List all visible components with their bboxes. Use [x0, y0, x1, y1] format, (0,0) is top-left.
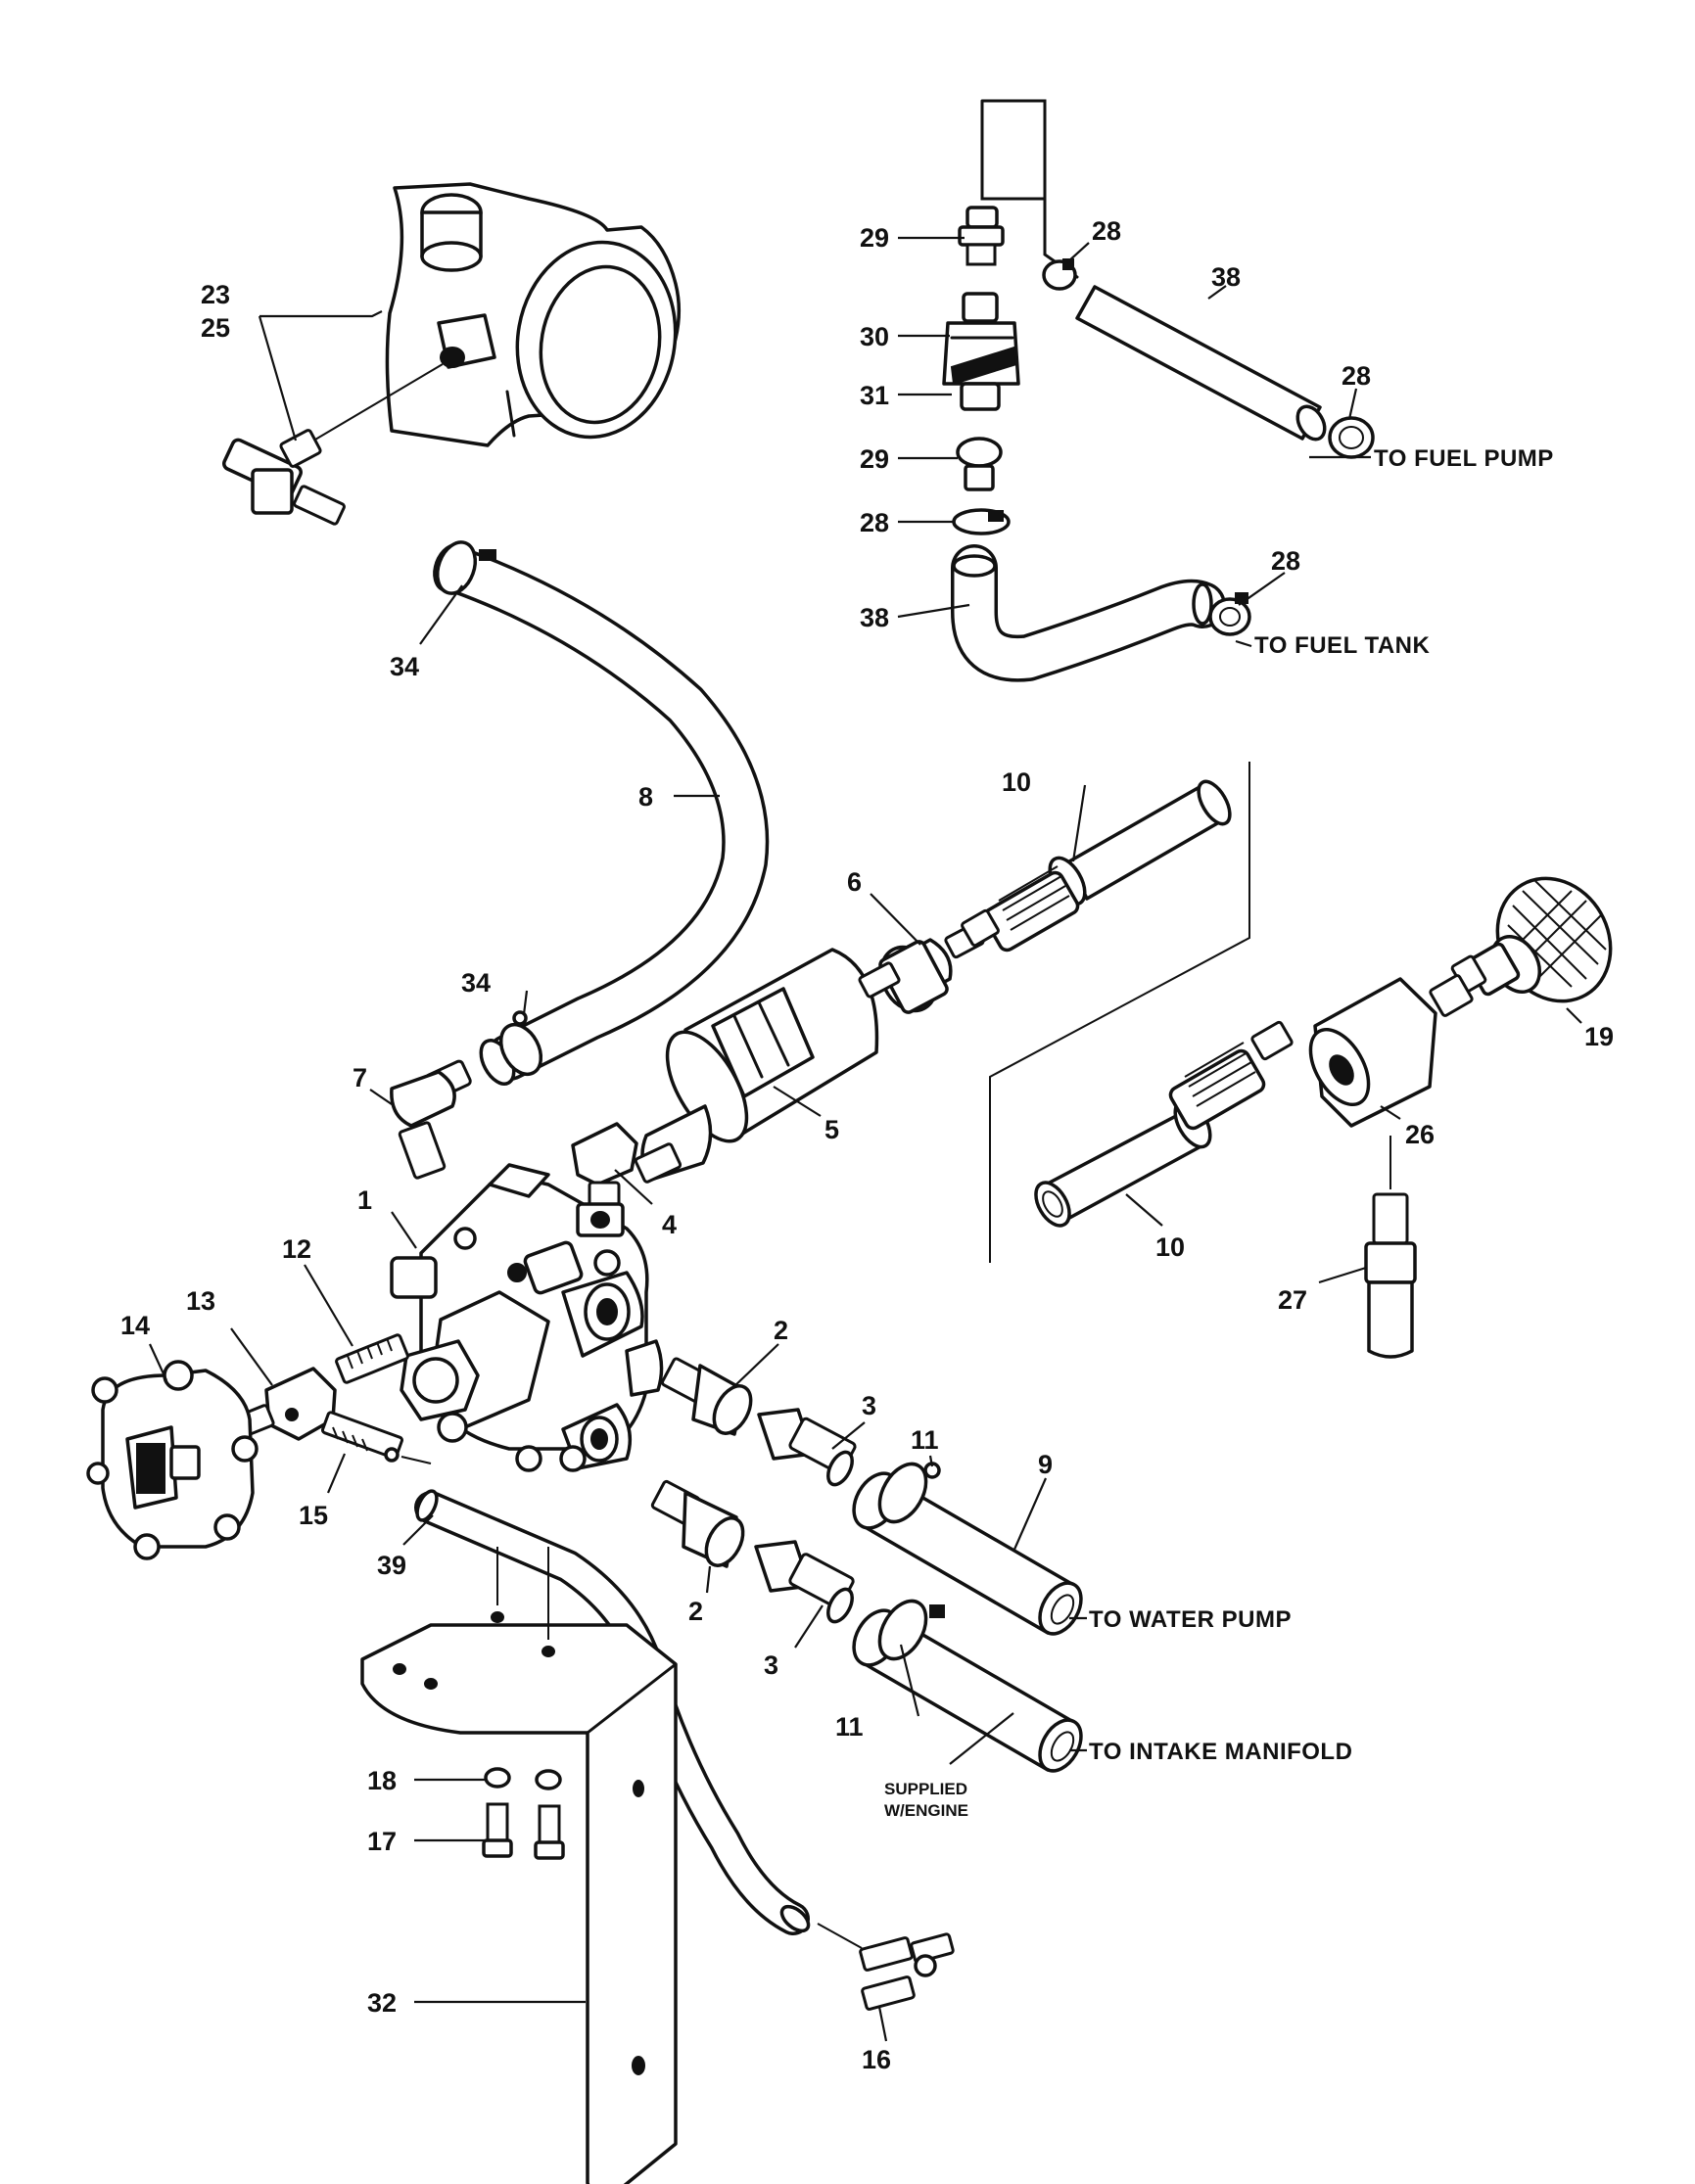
hose-38-bent	[951, 544, 1226, 682]
callout-28: 28	[1342, 361, 1371, 391]
note-supplied: SUPPLIED	[884, 1780, 967, 1798]
callout-26: 26	[1405, 1120, 1435, 1149]
callout-27: 27	[1278, 1285, 1307, 1315]
callout-19: 19	[1584, 1022, 1614, 1051]
elbow-fitting-23	[222, 429, 346, 526]
fitting-15-link	[400, 1456, 432, 1464]
clamp-11-lower	[877, 1599, 945, 1661]
adapter-6	[858, 922, 985, 1014]
fitting-16-link	[817, 1923, 863, 1949]
callout-38: 38	[860, 603, 889, 632]
fuel-filter-30	[942, 292, 1020, 411]
thermostat-housing	[385, 182, 682, 447]
callout-2: 2	[688, 1597, 703, 1626]
callout-34: 34	[390, 652, 419, 681]
callout-14: 14	[120, 1311, 150, 1340]
callout-2: 2	[774, 1316, 788, 1345]
leader-lines	[149, 236, 1582, 2042]
fitting-29-bottom	[956, 437, 1003, 491]
tee-26	[1308, 974, 1474, 1128]
fitting-29-top	[958, 206, 1005, 266]
callout-17: 17	[367, 1827, 397, 1856]
callout-labels: 29 28 38 30 31 28 29 28 28 38 23 25 34 8…	[120, 216, 1614, 2074]
hose-10-inset-frame	[989, 762, 1250, 1263]
fitting-3-lower	[754, 1540, 855, 1624]
fitting-2-lower	[650, 1479, 745, 1568]
callout-13: 13	[186, 1286, 215, 1316]
callout-5: 5	[824, 1115, 839, 1144]
callout-31: 31	[860, 381, 889, 410]
hose-10-top	[961, 779, 1232, 953]
callout-28: 28	[1092, 216, 1121, 246]
callout-32: 32	[367, 1988, 397, 2018]
label-to-fuel-tank: TO FUEL TANK	[1254, 632, 1431, 659]
fitting-3-upper	[757, 1408, 857, 1487]
callout-12: 12	[282, 1234, 311, 1264]
callout-10: 10	[1155, 1232, 1185, 1262]
bracket-hole-b	[541, 1646, 555, 1657]
callout-28: 28	[1271, 546, 1300, 576]
callout-3: 3	[862, 1391, 876, 1420]
callout-38: 38	[1211, 262, 1241, 292]
callout-11: 11	[911, 1425, 939, 1455]
destination-labels: TO FUEL PUMP TO FUEL TANK TO WATER PUMP …	[884, 445, 1554, 1820]
fitting-16	[859, 1932, 955, 2011]
fuel-tee-bracket	[980, 99, 1047, 201]
label-to-water-pump: TO WATER PUMP	[1089, 1606, 1292, 1633]
bracket-32	[360, 1623, 678, 2184]
callout-3: 3	[764, 1650, 778, 1680]
housing-leader	[293, 363, 444, 453]
callout-8: 8	[638, 782, 653, 812]
sender-5	[634, 948, 879, 1184]
callout-18: 18	[367, 1766, 397, 1795]
bracket-hole-a	[491, 1611, 504, 1623]
callout-9: 9	[1038, 1450, 1053, 1479]
callout-34: 34	[461, 968, 491, 998]
callout-7: 7	[353, 1063, 367, 1092]
elbow-7	[390, 1059, 472, 1180]
callout-15: 15	[299, 1501, 328, 1530]
clamp-28-tee	[1042, 258, 1077, 291]
clamp-28-fuel-pump	[1328, 416, 1375, 459]
callout-39: 39	[377, 1551, 406, 1580]
hose-8	[433, 543, 770, 1086]
fitting-2-upper	[660, 1357, 753, 1436]
note-with-engine: W/ENGINE	[884, 1801, 968, 1820]
callout-25: 25	[201, 313, 230, 343]
hose-38-straight	[1075, 285, 1327, 441]
hose-10-bottom	[1034, 1020, 1294, 1228]
clamp-28-middle	[952, 508, 1011, 535]
callout-11: 11	[835, 1712, 864, 1742]
callout-4: 4	[662, 1210, 677, 1239]
callout-6: 6	[847, 867, 862, 897]
pump-cover-14	[86, 1360, 259, 1560]
clamp-34-top	[435, 540, 496, 595]
callout-10: 10	[1002, 767, 1031, 797]
screws-17	[482, 1802, 565, 1860]
cap-19	[1450, 876, 1613, 1003]
callout-1: 1	[357, 1185, 372, 1215]
callout-30: 30	[860, 322, 889, 351]
callout-16: 16	[862, 2045, 891, 2074]
callout-29: 29	[860, 223, 889, 253]
washers-18	[484, 1767, 562, 1790]
adapter-27	[1364, 1192, 1417, 1359]
fitting-15	[320, 1411, 404, 1463]
callout-29: 29	[860, 444, 889, 474]
valve-body-1	[390, 1163, 664, 1472]
label-to-fuel-pump: TO FUEL PUMP	[1374, 445, 1554, 472]
label-to-intake-manifold: TO INTAKE MANIFOLD	[1089, 1739, 1352, 1765]
fuel-line-inset	[942, 99, 1375, 682]
callout-23: 23	[201, 280, 230, 309]
clamp-34-bottom	[498, 1010, 543, 1077]
clamp-11-upper	[877, 1462, 941, 1524]
nipple-12	[335, 1333, 409, 1384]
callout-28: 28	[860, 508, 889, 537]
